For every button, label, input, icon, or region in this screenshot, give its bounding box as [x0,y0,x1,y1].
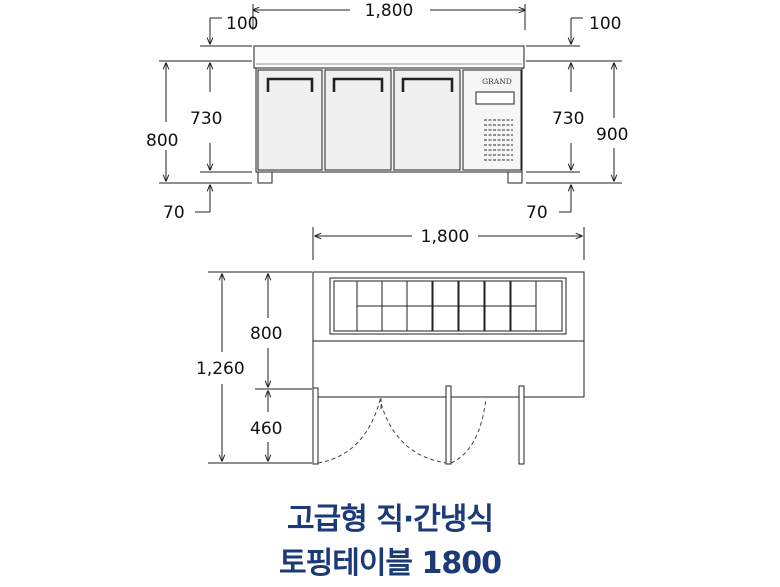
open-door-3 [518,385,525,465]
front-left-foot-label: 70 [163,203,185,223]
top-width-label: 1,800 [421,227,470,247]
front-right-top-label: 100 [589,14,621,34]
door-3 [393,69,461,171]
display-panel [475,91,515,105]
door-handle [401,77,454,92]
front-left-top-label: 100 [226,14,258,34]
caption-line-1: 고급형 직·간냉식 [286,502,494,537]
food-pans [356,280,537,332]
door-swing-arcs [317,397,487,464]
front-width-label: 1,800 [365,1,414,21]
open-door-1 [312,387,319,465]
open-door-2 [445,385,452,465]
door-handle [266,77,314,92]
top-total-label: 1,260 [196,359,245,379]
top-view [208,227,585,465]
foot [507,171,523,184]
brand-logo: GRAND [482,77,512,86]
front-left-body-label: 730 [190,109,222,129]
door-swing-label: 460 [250,419,282,439]
front-view [159,4,622,213]
front-left-total-label: 800 [146,131,178,151]
front-right-body-label: 730 [552,109,584,129]
front-right-foot-label: 70 [526,203,548,223]
door-handle [332,77,384,92]
top-depth-label: 800 [250,324,282,344]
countertop [253,45,525,69]
vent-grille [484,119,513,161]
front-right-total-label: 900 [596,125,628,145]
door-2 [324,69,392,171]
foot [257,171,273,184]
caption-line-2: 토핑테이블 1800 [279,546,502,581]
